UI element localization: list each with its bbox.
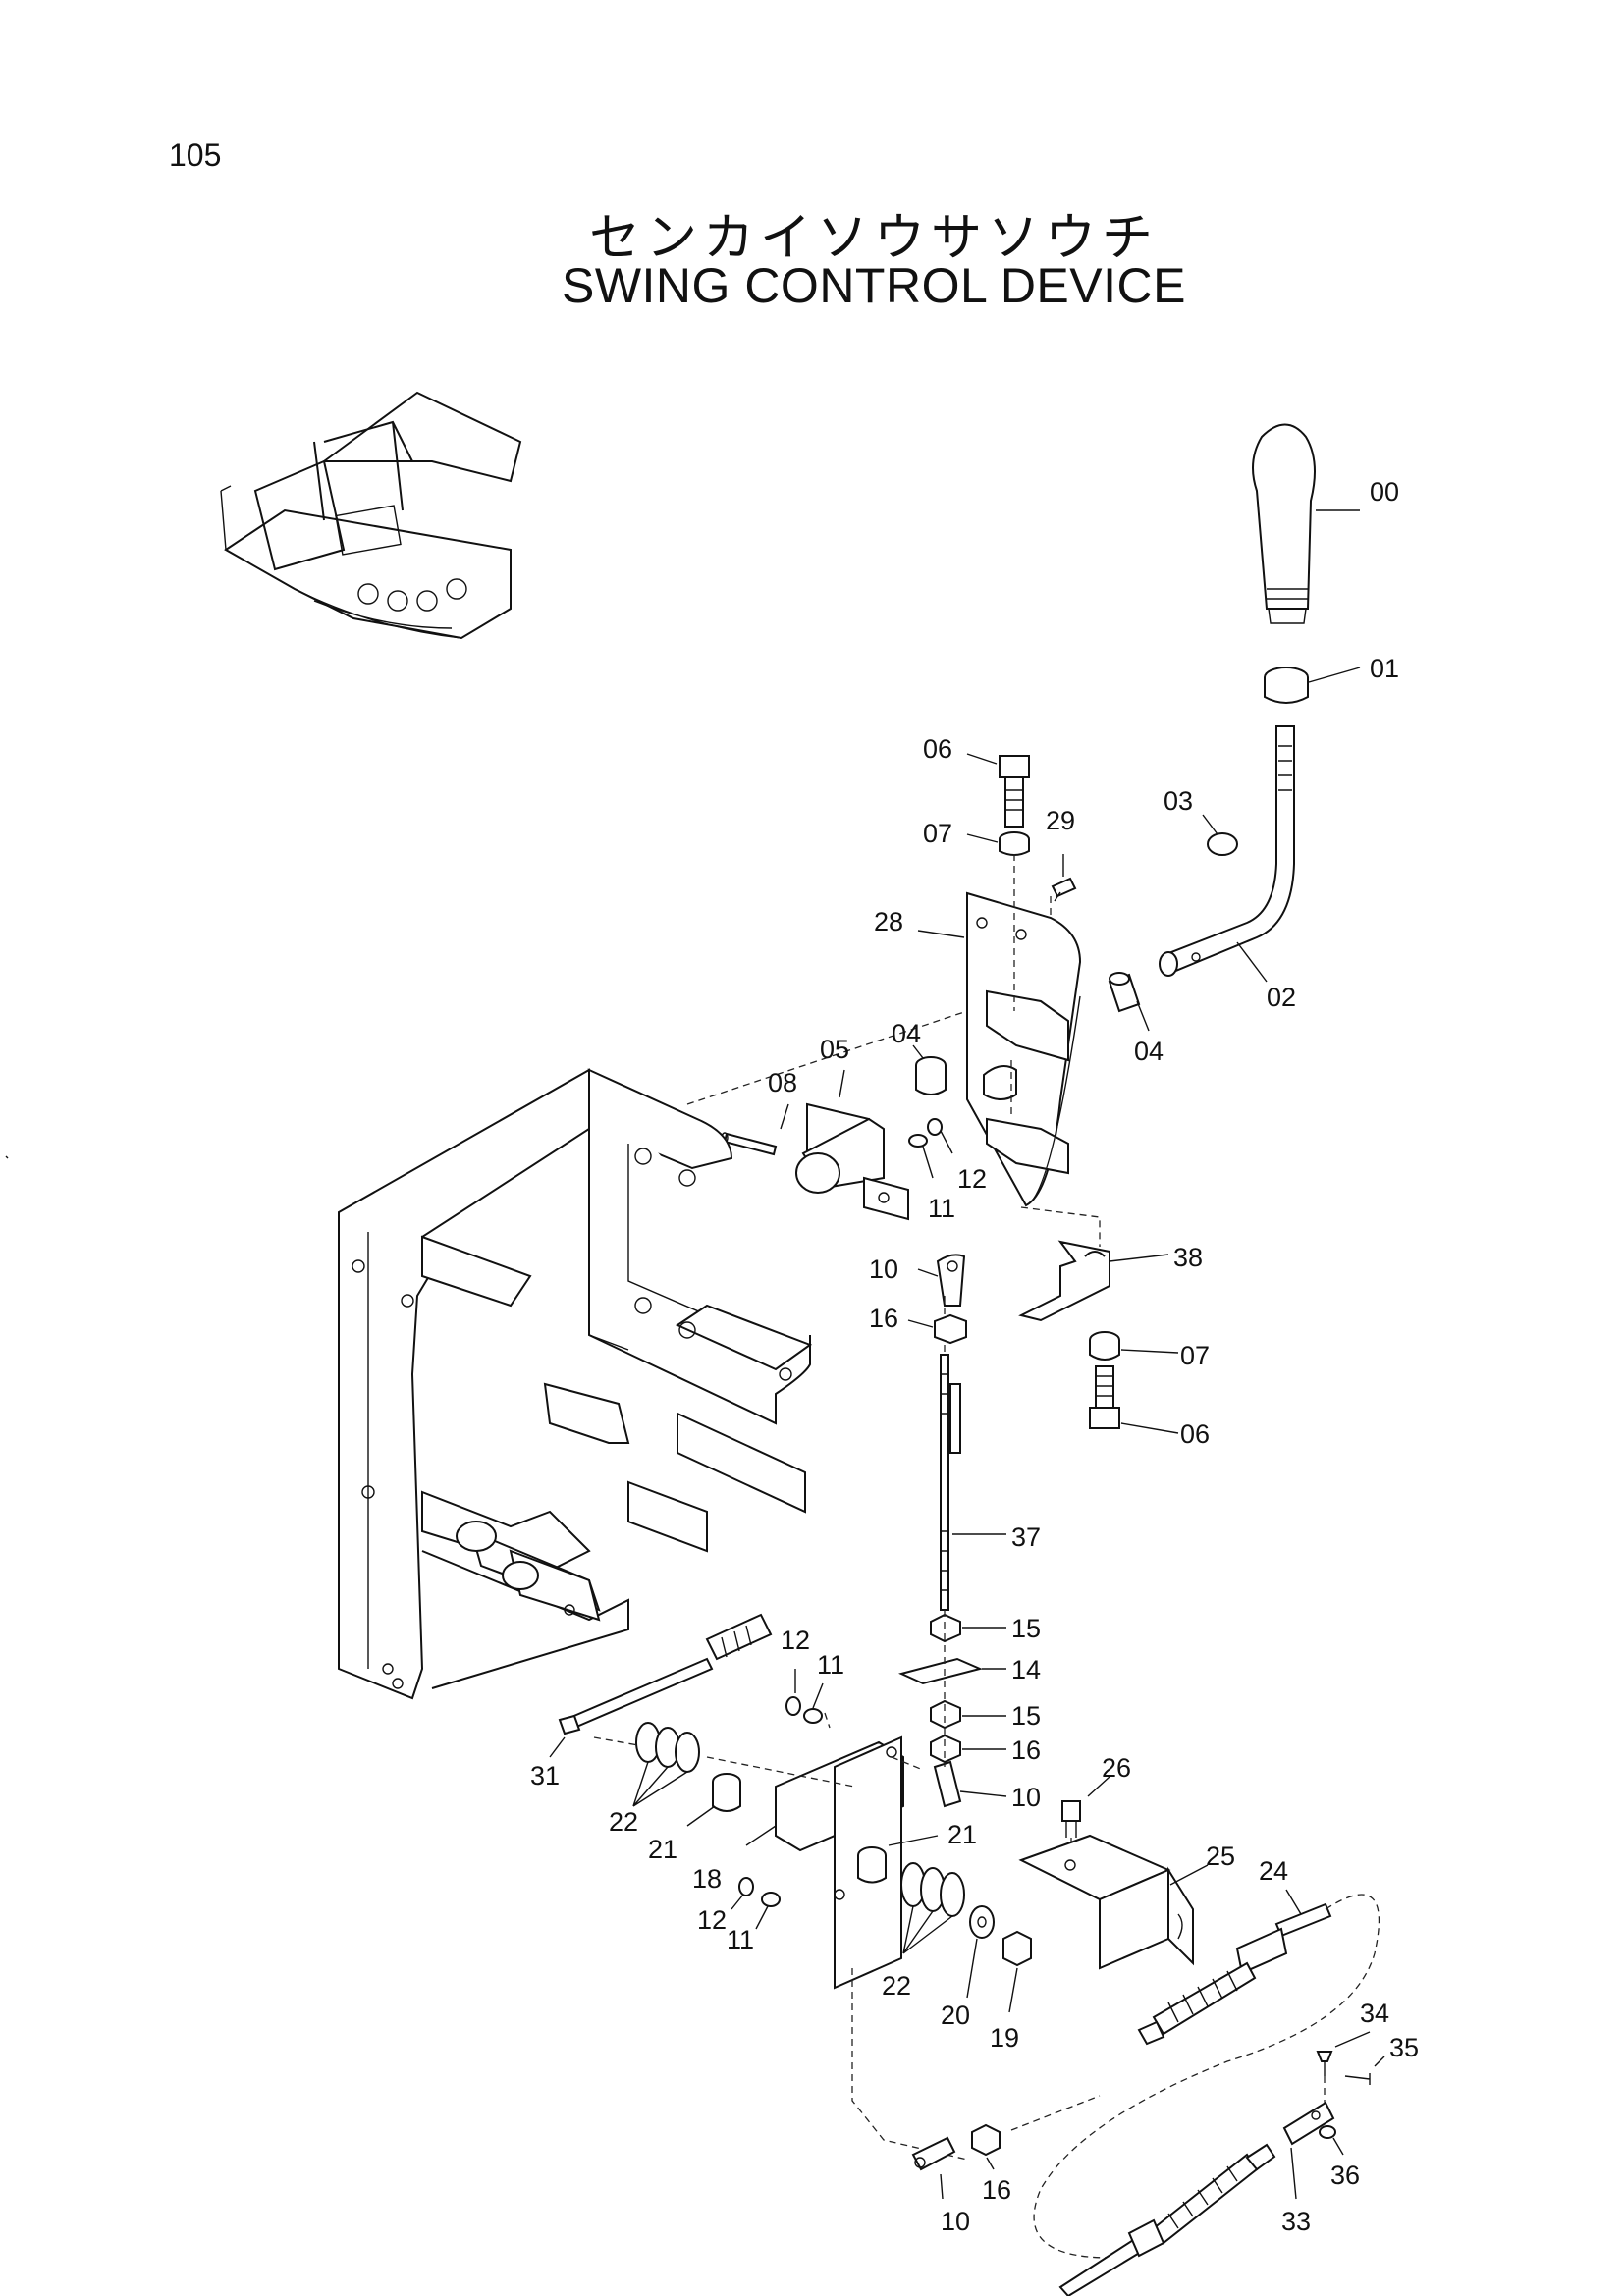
part-15-nut-upper — [930, 1613, 1006, 1643]
leader-line — [593, 1712, 1101, 2161]
callout-label: 11 — [928, 1194, 955, 1223]
part-33-yoke — [1282, 2101, 1335, 2200]
callout-label: 15 — [1011, 1701, 1041, 1731]
callout-label: 31 — [530, 1761, 560, 1790]
callout-label: 07 — [1180, 1341, 1210, 1370]
part-29-screw — [1051, 854, 1077, 902]
part-38-bracket — [1018, 1240, 1169, 1322]
callout-label: 21 — [947, 1820, 977, 1849]
callout-label: 11 — [727, 1925, 754, 1954]
part-12-11-nut-washer-lower — [731, 1877, 781, 1930]
callout-label: 03 — [1164, 786, 1193, 816]
callout-label: 00 — [1370, 477, 1399, 507]
part-25-bracket — [1018, 1834, 1209, 1970]
callout-label: 08 — [768, 1068, 797, 1097]
part-04-bushing-right — [1108, 972, 1150, 1032]
callout-label: 11 — [817, 1650, 844, 1680]
main-frame-bracket — [338, 1068, 813, 1700]
callout-label: 10 — [941, 2207, 970, 2236]
callout-label: 02 — [1267, 983, 1296, 1012]
part-24-cable — [1033, 1889, 1380, 2259]
part-16-nut-upper — [907, 1313, 967, 1345]
callout-label: 06 — [923, 734, 952, 764]
callout-label: 04 — [892, 1019, 921, 1048]
callout-label: 26 — [1102, 1753, 1131, 1783]
callout-label: 28 — [874, 907, 903, 936]
callout-label: 07 — [923, 819, 952, 848]
title-english: SWING CONTROL DEVICE — [562, 258, 1186, 313]
part-00-knob — [1252, 423, 1360, 624]
part-06-bolt-lower — [1089, 1365, 1179, 1434]
callout-label: 14 — [1011, 1655, 1041, 1684]
part-36-washer — [1319, 2125, 1344, 2156]
machine-thumbnail — [220, 391, 522, 640]
part-12-11-nut-washer-middle — [785, 1669, 824, 1724]
callout-label: 15 — [1011, 1614, 1041, 1643]
callout-label: 21 — [648, 1835, 677, 1864]
callout-label: 24 — [1259, 1856, 1288, 1886]
callout-label: 06 — [1180, 1419, 1210, 1449]
part-22-spring-washers-right — [900, 1862, 965, 1954]
part-11-12-washer-nut-upper — [908, 1118, 953, 1179]
callout-label: 16 — [869, 1304, 898, 1333]
part-06-bolt-upper — [966, 753, 1030, 828]
title-japanese: センカイソウサソウチ — [588, 209, 1159, 268]
callout-label: 35 — [1389, 2033, 1419, 2062]
part-28-bracket-plate — [917, 891, 1082, 1207]
part-16-nut-middle — [930, 1734, 1006, 1764]
page-number: 105 — [169, 137, 222, 173]
part-01-nut — [1264, 667, 1361, 704]
callout-label: 36 — [1330, 2161, 1360, 2190]
callout-label: 37 — [1011, 1522, 1041, 1552]
part-21-bushing-right — [857, 1835, 939, 1884]
part-10-rod-end-middle — [933, 1760, 1007, 1808]
callout-label: 33 — [1281, 2207, 1311, 2236]
part-21-bushing-left — [686, 1773, 741, 1827]
callout-label: 25 — [1206, 1842, 1235, 1871]
callout-label: 29 — [1046, 806, 1075, 835]
callout-label: 10 — [1011, 1783, 1041, 1812]
part-22-spring-washers-left — [632, 1722, 700, 1807]
callout-label: 22 — [882, 1971, 911, 2001]
leader-line — [686, 854, 1101, 1247]
part-07-washer-lower — [1089, 1331, 1179, 1361]
callout-label: 05 — [820, 1035, 849, 1064]
part-10-rod-end-lower — [911, 2136, 956, 2200]
callout-label: 16 — [982, 2175, 1011, 2205]
callout-label: 22 — [609, 1807, 638, 1837]
stray-mark — [5, 1155, 9, 1159]
part-10-rod-end-upper — [917, 1254, 966, 1307]
part-20-washer — [966, 1905, 995, 1999]
callout-labels: 00 01 02 03 04 04 05 06 07 29 28 08 11 1… — [530, 477, 1419, 2236]
part-19-nut — [1002, 1930, 1032, 2013]
part-03-snap-ring — [1202, 814, 1238, 856]
callout-label: 16 — [1011, 1735, 1041, 1765]
part-31-cable-end — [549, 1613, 773, 1758]
callout-label: 20 — [941, 2001, 970, 2030]
part-08-pin — [721, 1103, 789, 1156]
callout-label: 12 — [781, 1626, 810, 1655]
callout-label: 12 — [957, 1164, 987, 1194]
part-04-bushing-left — [912, 1044, 947, 1095]
part-15-nut-lower — [930, 1699, 1006, 1730]
callout-label: 34 — [1360, 1999, 1389, 2028]
callout-label: 18 — [692, 1864, 722, 1894]
part-16-nut-lower — [971, 2123, 1001, 2170]
callout-label: 19 — [990, 2023, 1019, 2053]
part-02-lever — [1159, 725, 1295, 983]
callout-label: 38 — [1173, 1243, 1203, 1272]
callout-label: 01 — [1370, 654, 1399, 683]
part-34-pin — [1316, 2031, 1371, 2110]
part-26-bolt — [1061, 1776, 1110, 1865]
callout-label: 10 — [869, 1255, 898, 1284]
part-14-plate — [898, 1657, 1006, 1685]
part-24-cable-lower-end — [1058, 2143, 1276, 2296]
callout-label: 04 — [1134, 1037, 1164, 1066]
part-35-split-pin — [1344, 2056, 1385, 2085]
part-07-washer-upper — [966, 831, 1030, 856]
callout-label: 12 — [697, 1905, 727, 1935]
part-05-holder — [795, 1069, 909, 1221]
part-37-rod — [940, 1354, 1006, 1611]
